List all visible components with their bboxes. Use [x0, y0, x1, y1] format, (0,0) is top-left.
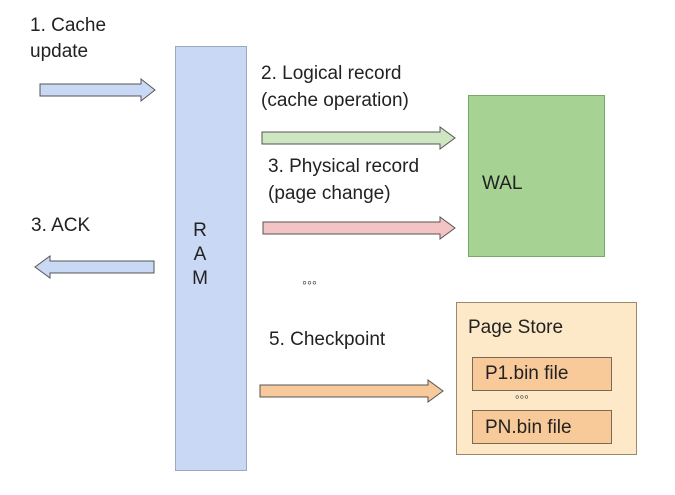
physical-record-label-line1: 3. Physical record	[268, 156, 420, 177]
page-store-ellipsis: ◦◦◦	[515, 389, 529, 404]
ram-letter-a: A	[193, 244, 207, 265]
ram-label: R A M	[190, 219, 210, 291]
p1-file-box	[472, 357, 612, 391]
logical-record-arrow	[261, 126, 456, 150]
wal-block	[468, 95, 605, 257]
ellipsis-dots: ◦◦◦	[302, 274, 317, 290]
ack-arrow	[34, 255, 155, 279]
wal-label: WAL	[482, 173, 523, 194]
ram-block	[175, 46, 247, 471]
logical-record-label-line1: 2. Logical record	[261, 63, 402, 84]
cache-update-label-line2: update	[30, 41, 89, 62]
page-store-title: Page Store	[468, 317, 564, 338]
p1-file-label: P1.bin file	[485, 363, 569, 384]
checkpoint-arrow	[259, 379, 444, 403]
physical-record-arrow	[262, 216, 456, 240]
ram-letter-m: M	[192, 268, 208, 289]
ack-label: 3. ACK	[31, 215, 91, 236]
ram-letter-r: R	[193, 220, 207, 241]
physical-record-label-line2: (page change)	[268, 183, 391, 204]
pn-file-box	[472, 410, 612, 444]
cache-update-label-line1: 1. Cache	[30, 15, 107, 36]
cache-update-arrow	[39, 77, 156, 103]
pn-file-label: PN.bin file	[485, 417, 572, 438]
checkpoint-label: 5. Checkpoint	[269, 329, 386, 350]
logical-record-label-line2: (cache operation)	[261, 90, 409, 111]
